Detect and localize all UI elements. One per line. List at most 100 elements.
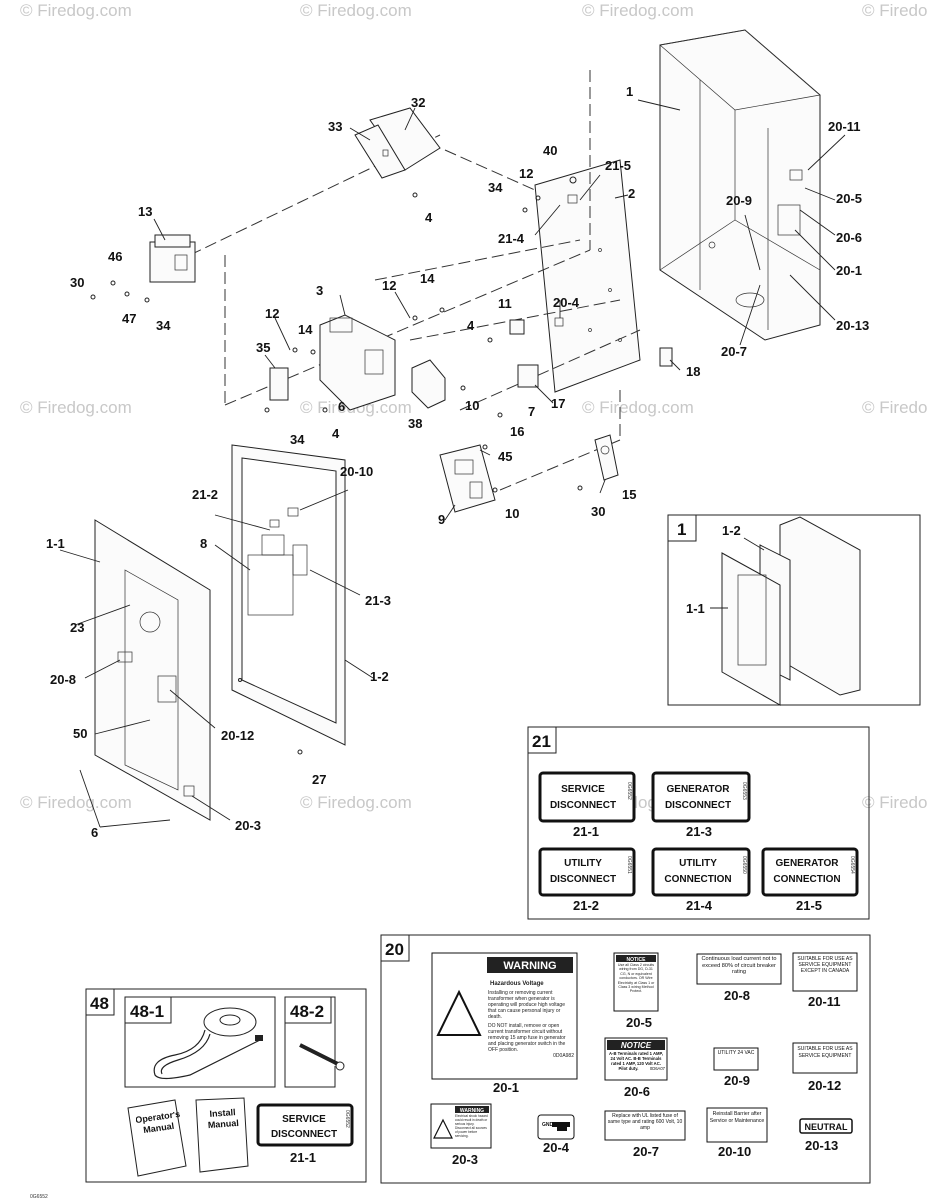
- svg-text:SERVICE: SERVICE: [561, 784, 605, 795]
- svg-text:UTILITY: UTILITY: [679, 858, 717, 869]
- warning-body-1: Installing or removing current transform…: [488, 990, 565, 1020]
- callout: 27: [312, 772, 326, 787]
- callout: 32: [411, 95, 425, 110]
- callout: 34: [290, 432, 305, 447]
- back-panel-part-2: [534, 159, 641, 393]
- box-title: 48-2: [290, 1002, 324, 1021]
- svg-text:DISCONNECT: DISCONNECT: [271, 1129, 337, 1140]
- callout: 21-2: [192, 487, 218, 502]
- decal-20-4: GND 20-4: [537, 1114, 575, 1155]
- svg-text:20-13: 20-13: [805, 1138, 838, 1153]
- box-title: 48-1: [130, 1002, 164, 1021]
- svg-text:21-2: 21-2: [573, 898, 599, 913]
- callout: 20-6: [836, 230, 862, 245]
- callout: 20-12: [221, 728, 254, 743]
- watermark: © Firedog.com: [20, 793, 132, 812]
- callout: 45: [498, 449, 512, 464]
- callout: 6: [91, 825, 98, 840]
- callout: 46: [108, 249, 122, 264]
- circuit-board-part-9: [439, 444, 496, 513]
- svg-text:20-11: 20-11: [808, 994, 841, 1009]
- svg-text:0G6551: 0G6551: [626, 856, 632, 874]
- current-transformer-icon: [153, 1007, 263, 1080]
- callout: 4: [425, 210, 433, 225]
- svg-text:0G6554: 0G6554: [849, 856, 855, 874]
- svg-text:UTILITY: UTILITY: [564, 858, 602, 869]
- callout: 15: [622, 487, 636, 502]
- callout: 20-13: [836, 318, 869, 333]
- decal-20-12: SUITABLE FOR USE AS SERVICE EQUIPMENT 20…: [792, 1042, 858, 1093]
- callout: 50: [73, 726, 87, 741]
- svg-text:GENERATOR: GENERATOR: [776, 858, 840, 869]
- callout: 20-10: [340, 464, 373, 479]
- callout: 40: [543, 143, 557, 158]
- decal-21-4: UTILITY CONNECTION 0G6550 21-4: [651, 847, 751, 913]
- callout: 20-3: [235, 818, 261, 833]
- screws: [90, 176, 583, 755]
- callout: 4: [467, 318, 475, 333]
- decal-20-7: Replace with UL listed fuse of same type…: [604, 1110, 686, 1159]
- svg-text:NEUTRAL: NEUTRAL: [805, 1122, 848, 1132]
- svg-text:20-1: 20-1: [493, 1080, 519, 1095]
- svg-text:DISCONNECT: DISCONNECT: [665, 800, 731, 811]
- callout: 23: [70, 620, 84, 635]
- callout: 18: [686, 364, 700, 379]
- svg-text:0G6550: 0G6550: [741, 856, 747, 874]
- svg-text:WARNING: WARNING: [503, 960, 556, 972]
- callout: 16: [510, 424, 524, 439]
- svg-text:0G6552: 0G6552: [626, 782, 632, 800]
- callout: 30: [591, 504, 605, 519]
- watermark: © Firedog.com: [582, 1, 694, 20]
- svg-text:0G6553: 0G6553: [741, 782, 747, 800]
- decal-20-5: NOTICE Use all Class 2 circuits wiring f…: [613, 952, 659, 1030]
- svg-text:Hazardous Voltage: Hazardous Voltage: [490, 981, 544, 987]
- decal-20-8: Continuous load current not to exceed 80…: [696, 953, 782, 1003]
- decal-21-5: GENERATOR CONNECTION 0G6554 21-5: [761, 847, 859, 913]
- svg-text:20-4: 20-4: [543, 1140, 570, 1155]
- watermark: © Firedog.com: [862, 793, 927, 812]
- watermark: © Firedog.com: [862, 398, 927, 417]
- decal-box-21: 21 SERVICE DISCONNECT 0G6552 21-1 GENERA…: [527, 726, 870, 920]
- inset-box-1: 1 1-2 1-1: [667, 514, 921, 706]
- svg-text:21-1: 21-1: [573, 824, 599, 839]
- callout: 1-2: [370, 669, 389, 684]
- callout: 20-9: [726, 193, 752, 208]
- svg-text:20-8: 20-8: [724, 988, 750, 1003]
- decal-20-11: SUITABLE FOR USE AS SERVICE EQUIPMENT EX…: [792, 952, 858, 1009]
- callout: 34: [156, 318, 171, 333]
- svg-text:GENERATOR: GENERATOR: [667, 784, 731, 795]
- bracket-32-33: [354, 107, 441, 179]
- svg-text:20-12: 20-12: [808, 1078, 841, 1093]
- decal-box-20: 20 WARNING Hazardous Voltage Installing …: [380, 934, 871, 1184]
- callout: 4: [332, 426, 340, 441]
- decal-20-6: NOTICE A-B Terminals rated 1 AMP, 24 Vol…: [604, 1037, 668, 1099]
- svg-text:21-3: 21-3: [686, 824, 712, 839]
- callout: 20-7: [721, 344, 747, 359]
- svg-text:WARNING: WARNING: [460, 1108, 484, 1114]
- callout: 12: [519, 166, 533, 181]
- decal-21-1: SERVICE DISCONNECT 0G6552 21-1: [538, 771, 636, 839]
- callout: 2: [628, 186, 635, 201]
- callout: 47: [122, 311, 136, 326]
- callout: 33: [328, 119, 342, 134]
- svg-text:DISCONNECT: DISCONNECT: [550, 800, 616, 811]
- watermark: © Firedog.com: [862, 1, 927, 20]
- terminal-parts: [509, 319, 673, 388]
- svg-text:20-3: 20-3: [452, 1152, 478, 1167]
- callout: 21-4: [498, 231, 525, 246]
- callout: 20-1: [836, 263, 862, 278]
- callout: 35: [256, 340, 270, 355]
- footer-code: 0G6552: [30, 1194, 48, 1200]
- callout: 20-5: [836, 191, 862, 206]
- box-title: 1: [677, 520, 686, 539]
- box-title: 48: [90, 994, 109, 1013]
- decal-20-13: NEUTRAL 20-13: [799, 1118, 853, 1153]
- svg-text:21-4: 21-4: [686, 898, 713, 913]
- relay-part-13: [149, 234, 196, 283]
- enclosure-part-1: [659, 29, 821, 341]
- watermark: © Firedog.com: [582, 398, 694, 417]
- svg-text:NOTICE: NOTICE: [621, 1041, 652, 1050]
- callout: 14: [420, 271, 435, 286]
- relay-part-38: [411, 359, 446, 409]
- decal-21-2: UTILITY DISCONNECT 0G6551 21-2: [538, 847, 636, 913]
